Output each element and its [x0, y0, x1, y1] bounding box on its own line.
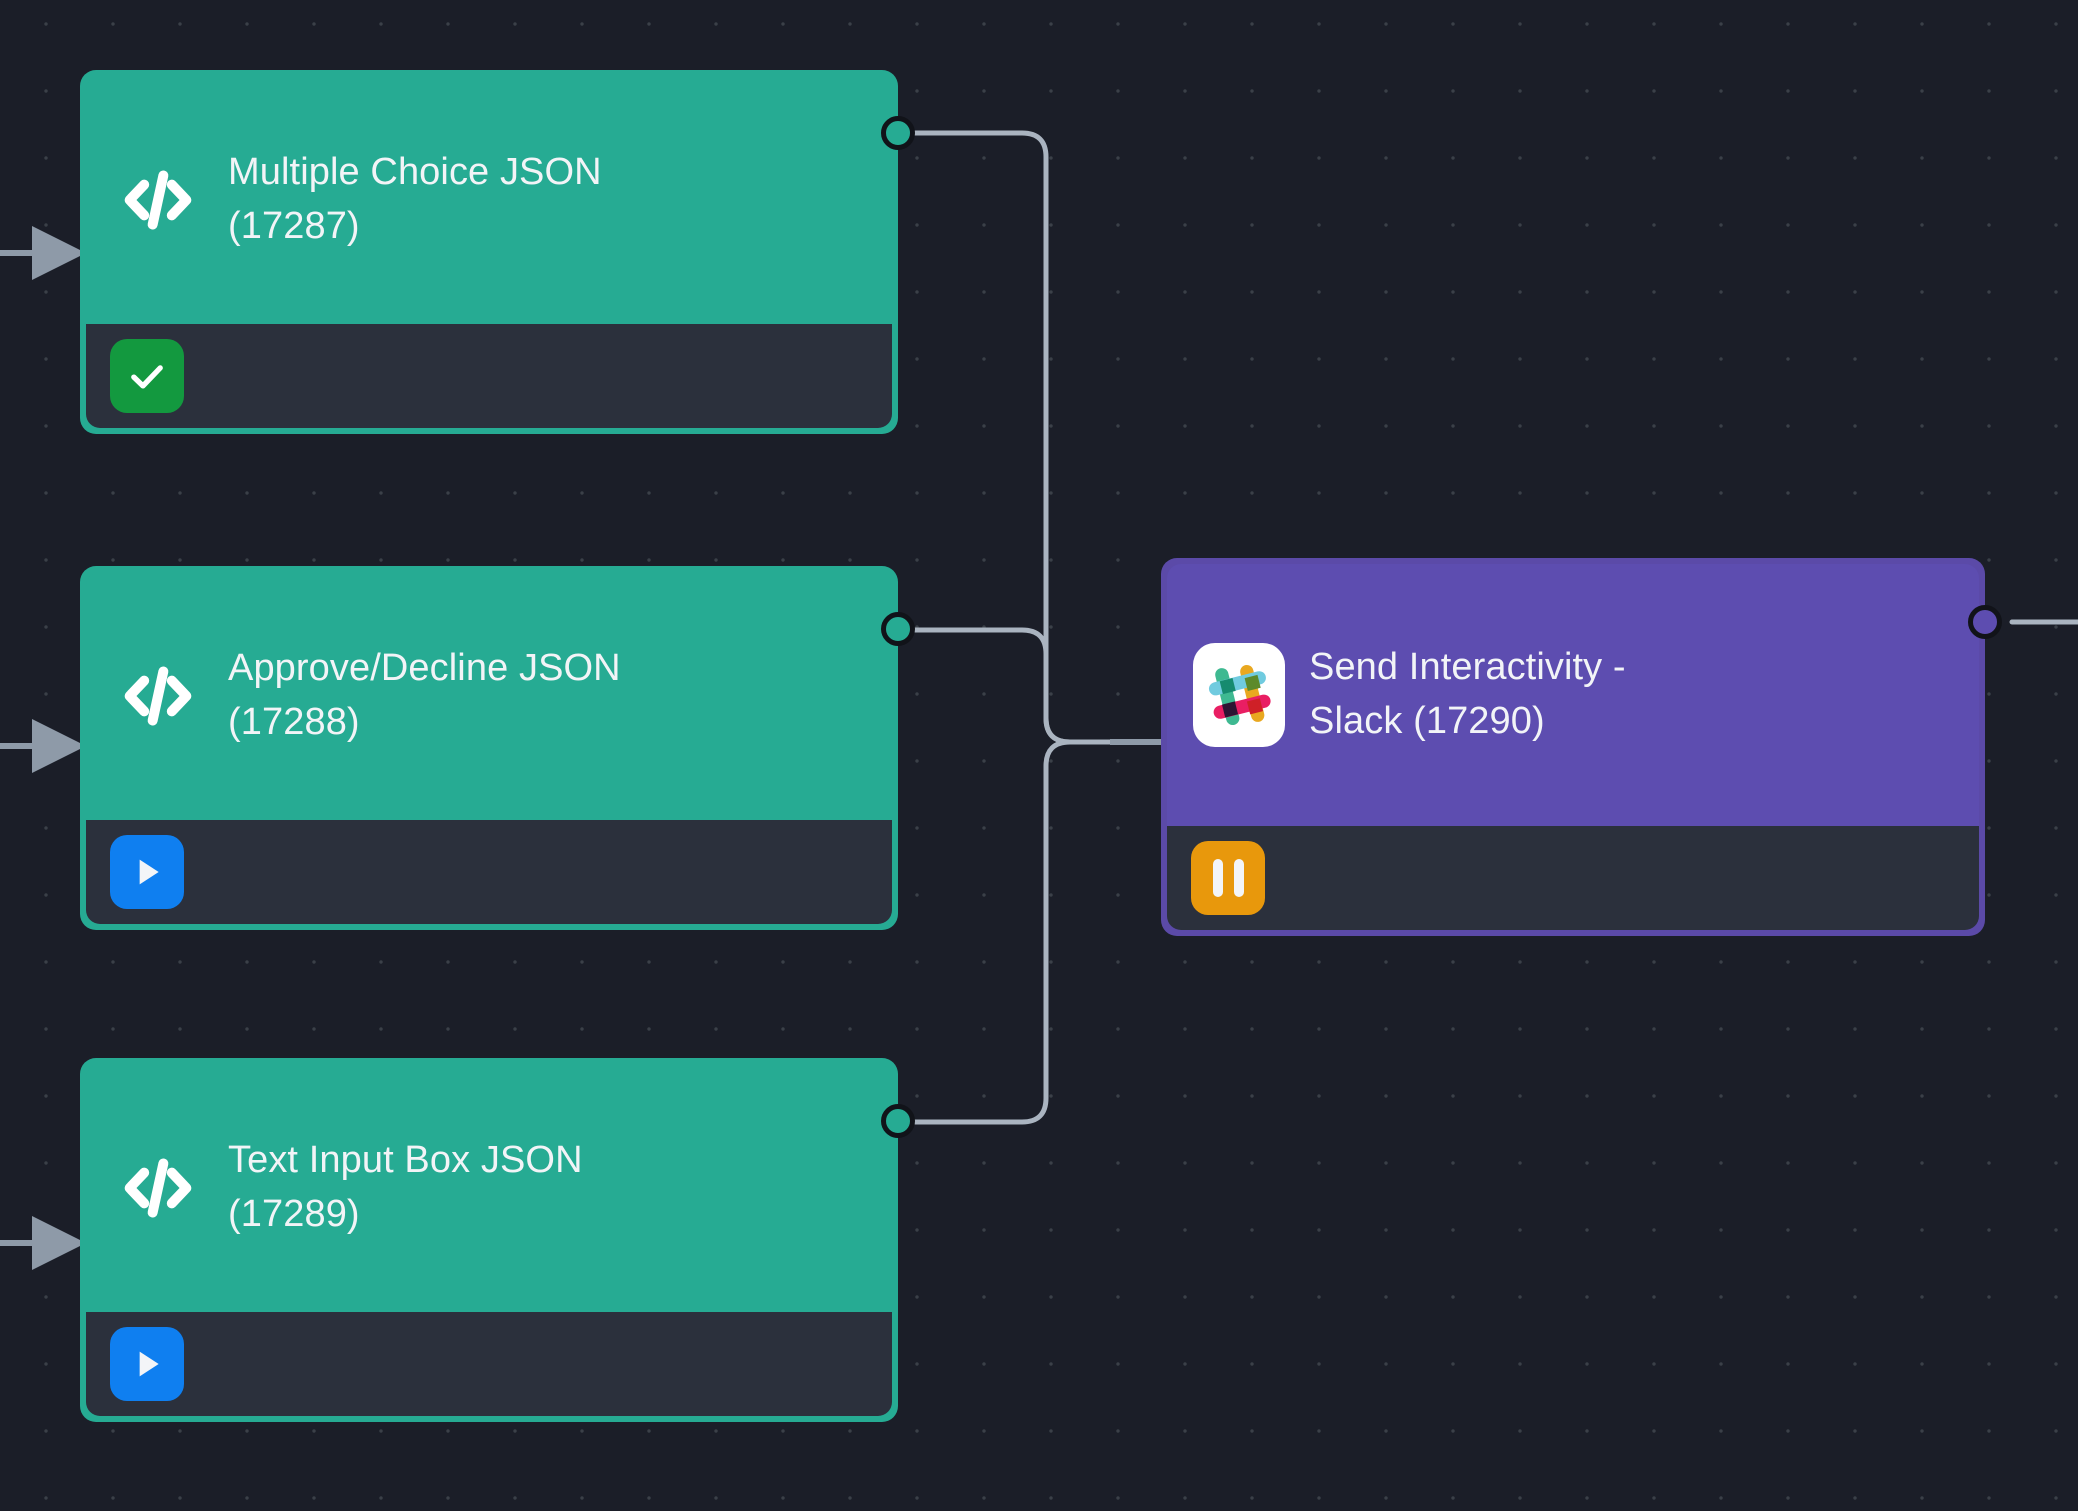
- slack-icon: [1193, 643, 1285, 747]
- node-status-bar: [86, 1312, 892, 1416]
- code-brackets-icon: [112, 650, 204, 742]
- output-port-17288[interactable]: [881, 612, 915, 646]
- node-header: Approve/Decline JSON (17288): [86, 572, 892, 820]
- status-badge-play[interactable]: [110, 1327, 184, 1401]
- node-text-input-box-json[interactable]: Text Input Box JSON (17289): [80, 1058, 915, 1422]
- node-status-bar: [86, 324, 892, 428]
- node-send-interactivity-slack[interactable]: Send Interactivity - Slack (17290): [1161, 558, 2002, 936]
- output-port-17287[interactable]: [881, 116, 915, 150]
- node-header: Send Interactivity - Slack (17290): [1167, 564, 1979, 826]
- status-badge-pause[interactable]: [1191, 841, 1265, 915]
- code-brackets-icon: [112, 154, 204, 246]
- node-status-bar: [86, 820, 892, 924]
- node-multiple-choice-json[interactable]: Multiple Choice JSON (17287): [80, 70, 915, 434]
- status-badge-play[interactable]: [110, 835, 184, 909]
- node-title: Approve/Decline JSON (17288): [228, 647, 621, 743]
- pause-icon: [1212, 859, 1244, 897]
- node-header: Text Input Box JSON (17289): [86, 1064, 892, 1312]
- node-header: Multiple Choice JSON (17287): [86, 76, 892, 324]
- code-brackets-icon: [112, 1142, 204, 1234]
- output-port-17289[interactable]: [881, 1104, 915, 1138]
- node-approve-decline-json[interactable]: Approve/Decline JSON (17288): [80, 566, 915, 930]
- output-port-17290[interactable]: [1968, 605, 2002, 639]
- node-title: Multiple Choice JSON (17287): [228, 151, 602, 247]
- slack-icon-wrapper: [1193, 643, 1285, 747]
- node-status-bar: [1167, 826, 1979, 930]
- node-title: Text Input Box JSON (17289): [228, 1139, 583, 1235]
- node-title: Send Interactivity - Slack (17290): [1309, 646, 1626, 742]
- status-badge-check[interactable]: [110, 339, 184, 413]
